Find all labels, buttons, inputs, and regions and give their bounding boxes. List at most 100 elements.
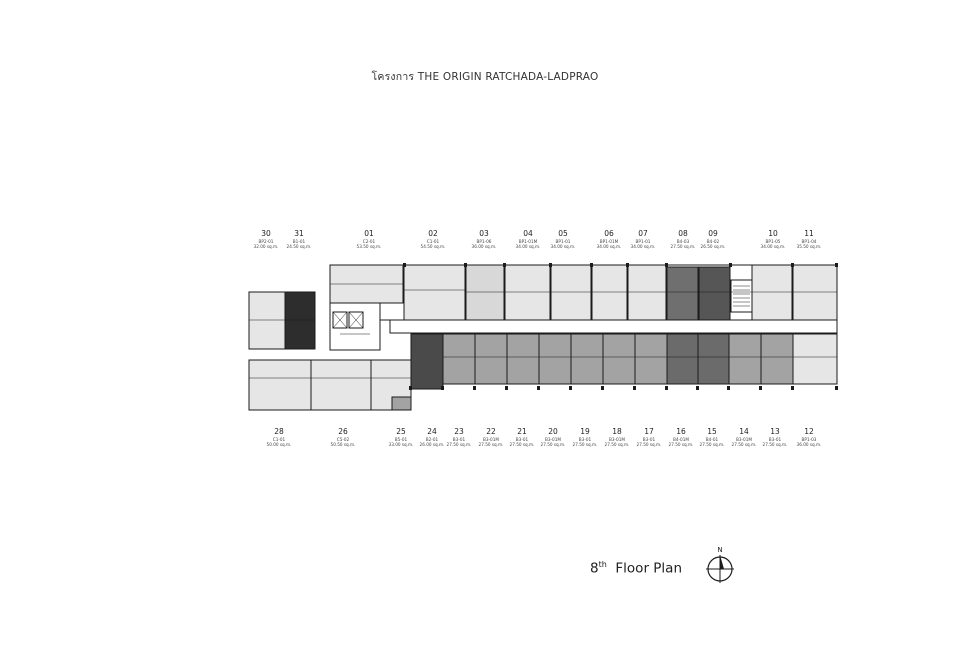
unit-16 (666, 333, 699, 385)
unit-03 (465, 264, 505, 321)
compass: N (706, 546, 742, 586)
unit-type: B3-01M (736, 437, 752, 443)
unit-24 (410, 333, 444, 390)
unit-type: B4-01 (705, 437, 719, 443)
unit-area: 50.50 sq.m. (330, 441, 356, 447)
unit-number: 10 (768, 229, 778, 238)
unit-number: 20 (548, 427, 558, 436)
unit-28 (248, 359, 312, 411)
unit-13 (760, 333, 794, 385)
unit-18 (602, 333, 636, 385)
unit-25-service (391, 396, 412, 411)
unit-number: 07 (638, 229, 648, 238)
unit-type: BP1-01 (555, 239, 571, 245)
unit-type: BP1-03 (801, 437, 817, 443)
unit-number: 02 (428, 229, 438, 238)
unit-type: B3-01 (515, 437, 529, 443)
unit-12 (792, 333, 838, 385)
unit-type: BP1-01M (599, 239, 619, 245)
unit-type: B3-01 (578, 437, 592, 443)
floor-plan-title: 8th Floor Plan (590, 560, 682, 577)
unit-19 (570, 333, 604, 385)
floor-plan-label: Floor Plan (615, 560, 683, 577)
unit-type: B3-01 (768, 437, 782, 443)
unit-number: 01 (364, 229, 374, 238)
unit-type: BP2-01 (258, 239, 274, 245)
unit-10 (751, 264, 793, 321)
unit-area: 27.50 sq.m. (540, 441, 566, 447)
unit-07 (627, 264, 667, 321)
unit-area: 27.50 sq.m. (699, 441, 725, 447)
unit-area: 53.50 sq.m. (356, 243, 382, 249)
unit-area: 34.00 sq.m. (760, 243, 786, 249)
unit-number: 28 (274, 427, 284, 436)
unit-17 (634, 333, 668, 385)
stair-east (730, 279, 753, 313)
compass-icon (706, 555, 734, 583)
unit-23 (442, 333, 476, 385)
unit-number: 22 (486, 427, 496, 436)
unit-type: C5-02 (336, 437, 350, 443)
unit-area: 35.50 sq.m. (796, 243, 822, 249)
unit-area: 27.50 sq.m. (446, 441, 472, 447)
unit-type: BP1-01 (635, 239, 651, 245)
unit-type: BP1-05 (765, 239, 781, 245)
unit-area: 34.00 sq.m. (630, 243, 656, 249)
unit-area: 27.50 sq.m. (670, 243, 696, 249)
unit-number: 14 (739, 427, 749, 436)
unit-area: 27.50 sq.m. (668, 441, 694, 447)
project-title: โครงการ THE ORIGIN RATCHADA-LADPRAO (371, 71, 599, 83)
unit-number: 23 (454, 427, 464, 436)
unit-11 (792, 264, 838, 321)
unit-area: 27.50 sq.m. (762, 441, 788, 447)
unit-area: 27.50 sq.m. (572, 441, 598, 447)
unit-area: 27.50 sq.m. (604, 441, 630, 447)
unit-05 (550, 264, 592, 321)
unit-area: 34.00 sq.m. (550, 243, 576, 249)
unit-14 (728, 333, 762, 385)
unit-area: 32.00 sq.m. (253, 243, 279, 249)
unit-02 (403, 264, 466, 321)
corridor (389, 319, 838, 334)
unit-area: 34.00 sq.m. (515, 243, 541, 249)
unit-number: 11 (804, 229, 814, 238)
unit-type: C1-01 (426, 239, 440, 245)
unit-type: B3-01 (642, 437, 656, 443)
unit-number: 12 (804, 427, 814, 436)
unit-type: B1-01 (292, 239, 306, 245)
unit-area: 27.50 sq.m. (731, 441, 757, 447)
unit-type: B3-01M (609, 437, 625, 443)
unit-type: B3-01M (483, 437, 499, 443)
unit-number: 17 (644, 427, 654, 436)
